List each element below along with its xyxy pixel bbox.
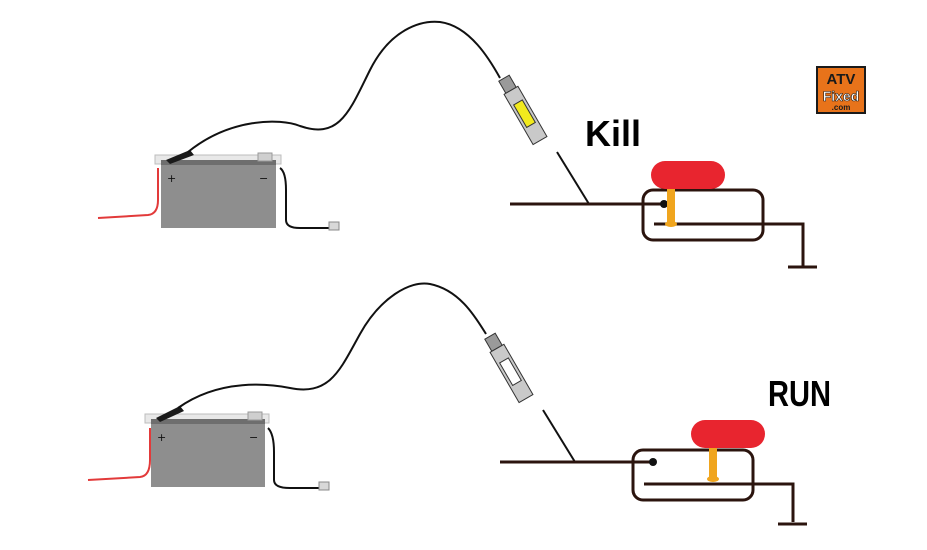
atvfixed-logo: ATV Fixed .com — [816, 66, 866, 114]
ground-terminal — [328, 221, 340, 231]
negative-sign: − — [259, 172, 268, 185]
switch-stem-base — [665, 221, 677, 227]
tester-lamp — [498, 357, 523, 387]
clip-jaw — [166, 150, 194, 164]
negative-lead-wire — [267, 427, 320, 489]
test-light-probe — [498, 74, 548, 146]
run-state-diagram: + − RUN — [87, 282, 831, 526]
switch-button — [651, 161, 725, 189]
switch-stem — [709, 442, 717, 480]
positive-lead-wire — [97, 168, 159, 219]
switch-stem-base — [707, 476, 719, 482]
positive-sign: + — [157, 431, 166, 444]
kill-label: Kill — [585, 113, 641, 154]
switch-button — [691, 420, 765, 448]
tester-lead-wire — [177, 282, 487, 409]
clip-jaw — [156, 406, 184, 422]
ground-terminal — [318, 481, 330, 491]
logo-line-com: .com — [832, 103, 851, 112]
switch-stem — [667, 186, 675, 226]
switch-contact — [649, 458, 657, 466]
negative-lead-wire — [279, 167, 330, 229]
kill-switch-housing — [641, 188, 765, 242]
positive-sign: + — [167, 172, 176, 185]
logo-line-fixed: Fixed — [823, 88, 860, 104]
kill-switch-housing — [631, 448, 755, 502]
circuit-wire-to-ground — [644, 482, 795, 522]
battery: + − — [154, 152, 282, 228]
switch-contact — [660, 200, 668, 208]
battery: + − — [144, 411, 270, 487]
tester-lamp — [512, 99, 537, 129]
probe-tip — [556, 151, 590, 205]
negative-sign: − — [249, 431, 258, 444]
circuit-wire-to-ground — [654, 222, 805, 266]
test-light-probe — [484, 332, 534, 404]
probe-tip — [542, 409, 576, 463]
run-label: RUN — [768, 373, 831, 414]
logo-line-atv: ATV — [827, 71, 856, 88]
tester-lead-wire — [187, 20, 501, 153]
kill-state-diagram: + − Kill — [97, 20, 817, 269]
positive-lead-wire — [87, 428, 151, 481]
